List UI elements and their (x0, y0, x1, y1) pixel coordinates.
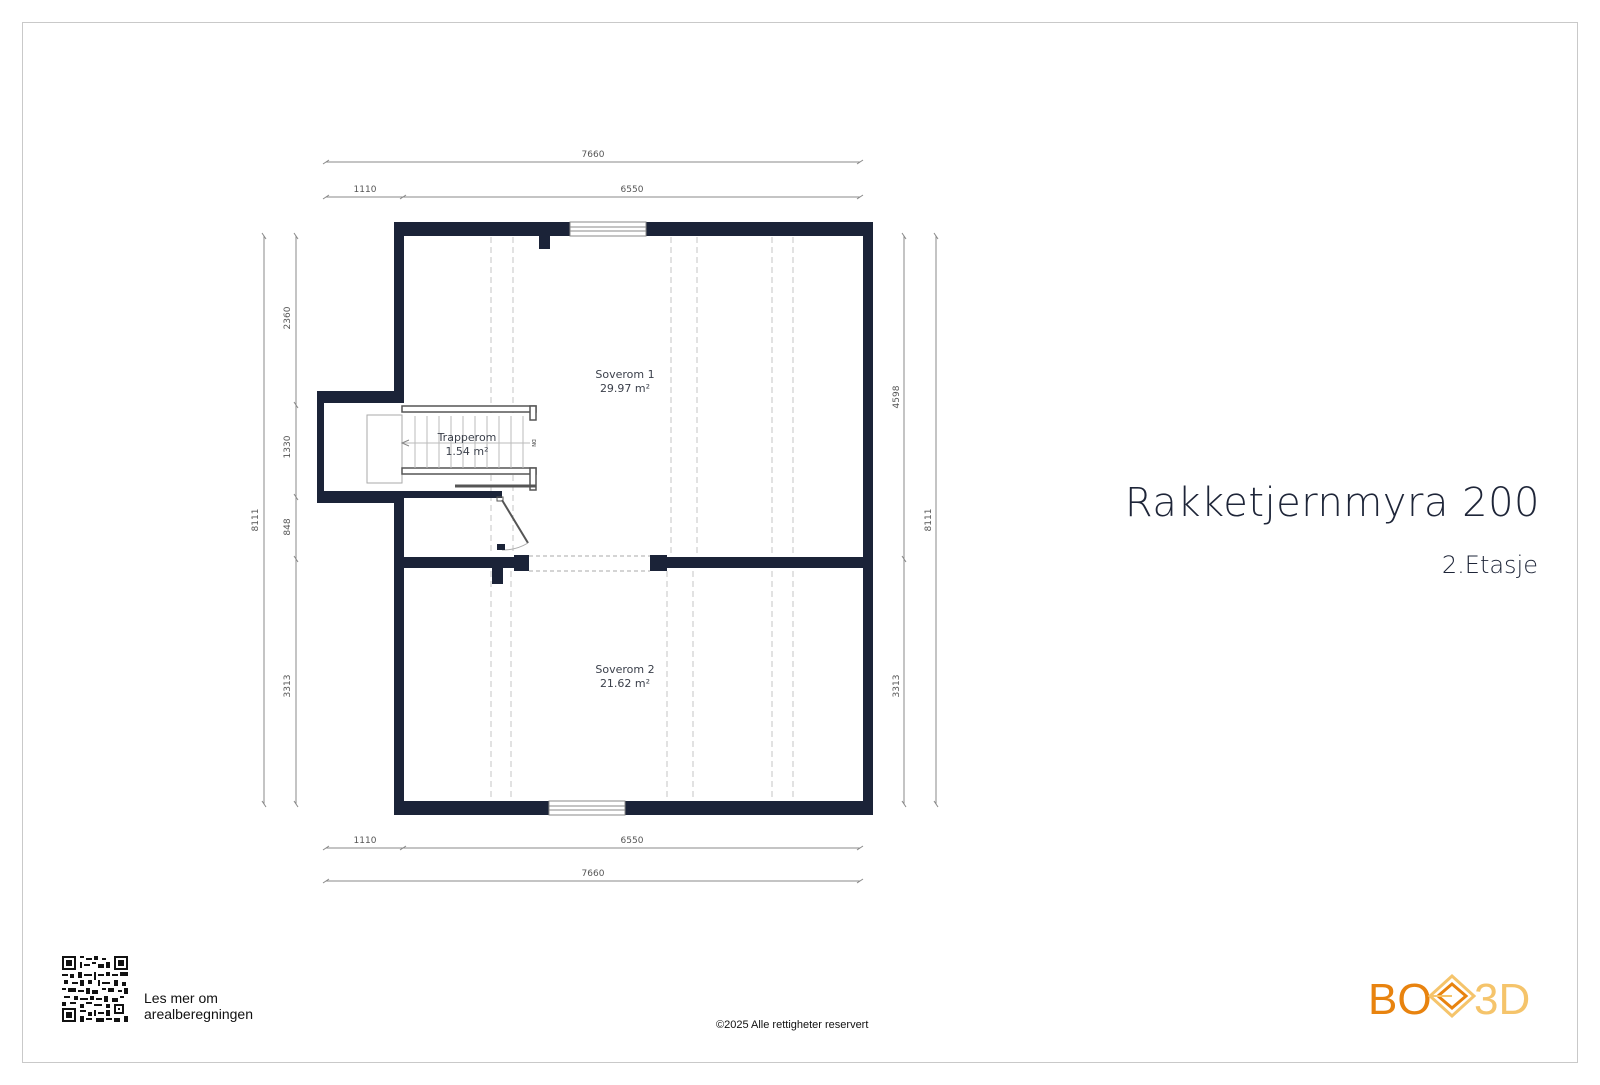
opening-between-bedrooms (529, 555, 650, 572)
stair-direction-label: DN (530, 439, 536, 447)
stair-wall (404, 491, 502, 498)
ceiling-slope-lines (490, 237, 794, 801)
window-top (569, 221, 647, 237)
door (496, 496, 529, 551)
copyright-text: ©2025 Alle rettigheter reservert (716, 1019, 869, 1031)
floor-label: 2.Etasje (1441, 551, 1538, 579)
diamond-logo-icon (1427, 973, 1477, 1019)
bo3d-logo: BO 3D (1368, 973, 1530, 1020)
window-bottom (548, 800, 626, 816)
dim-bottom-total: 7660 (582, 869, 605, 879)
dimension-bottom (322, 845, 864, 884)
dividing-wall-right (650, 557, 863, 568)
staircase (366, 405, 537, 491)
column (539, 236, 550, 249)
dim-bottom-right: 6550 (621, 836, 644, 846)
qr-caption: Les mer om arealberegningen (144, 990, 253, 1022)
logo-text-bo: BO (1368, 975, 1432, 1020)
room-area: 21.62 m² (600, 677, 650, 690)
dim-top-total: 7660 (582, 150, 605, 160)
logo-text-3d: 3D (1474, 975, 1530, 1020)
dim-top-left: 1110 (354, 185, 377, 195)
wall-stub (650, 555, 667, 571)
room-name: Soverom 1 (595, 368, 654, 381)
dim-left-total: 8111 (251, 509, 261, 532)
exterior-walls (317, 222, 873, 815)
qr-code-icon[interactable] (62, 956, 128, 1022)
qr-caption-line: arealberegningen (144, 1006, 253, 1022)
room-name: Soverom 2 (595, 663, 654, 676)
wall-stub (514, 555, 529, 571)
dim-left-2: 1330 (283, 435, 293, 458)
dim-right-lower: 3313 (892, 675, 902, 698)
column (492, 568, 503, 584)
dimension-right (901, 232, 939, 808)
room-area: 1.54 m² (445, 445, 488, 458)
qr-caption-line: Les mer om (144, 990, 218, 1006)
dim-left-1: 2360 (283, 306, 293, 329)
dim-right-total: 8111 (924, 509, 934, 532)
drawing-sheet (22, 22, 1578, 1063)
dim-left-3: 848 (283, 518, 293, 535)
dim-top-right: 6550 (621, 185, 644, 195)
room-area: 29.97 m² (600, 382, 650, 395)
dim-left-4: 3313 (283, 675, 293, 698)
dimension-top (322, 159, 864, 200)
dimension-left (261, 232, 299, 808)
dim-bottom-left: 1110 (354, 836, 377, 846)
dividing-wall-left (404, 557, 528, 568)
dim-right-upper: 4598 (892, 385, 902, 408)
room-name: Trapperom (437, 431, 497, 444)
property-title: Rakketjernmyra 200 (1124, 480, 1540, 526)
